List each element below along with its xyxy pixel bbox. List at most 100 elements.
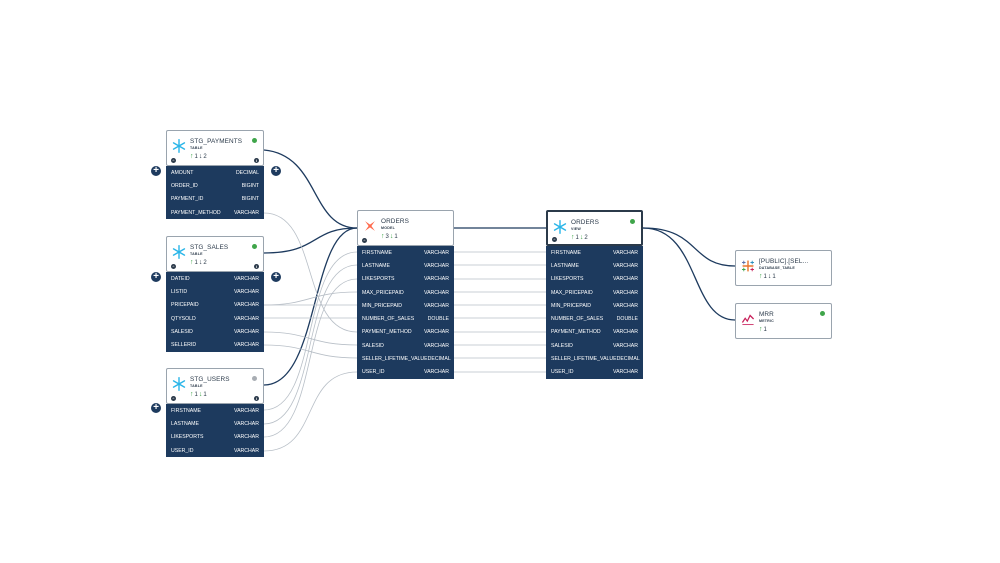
info-icon[interactable]: i: [254, 396, 259, 401]
field-name: SELLERID: [171, 342, 197, 349]
node-type-label: DATABASE_TABLE: [759, 266, 795, 270]
field-name: MAX_PRICEPAID: [362, 289, 404, 296]
field-name: PRICEPAID: [171, 302, 199, 309]
node-mrr[interactable]: MRR METRIC ↑ 1: [735, 303, 832, 339]
node-public-sel[interactable]: [PUBLIC].[SEL... DATABASE_TABLE ↑ 1 ↓ 1: [735, 250, 832, 286]
expand-upstream-button[interactable]: +: [151, 272, 161, 282]
field-row[interactable]: LISTID VARCHAR: [166, 285, 264, 298]
node-title: STG_USERS: [190, 376, 230, 383]
field-name: DATEID: [171, 275, 190, 282]
field-name: PAYMENT_METHOD: [171, 209, 221, 216]
collapse-icon[interactable]: ^: [552, 237, 557, 242]
field-type: VARCHAR: [424, 369, 449, 376]
status-dot: [630, 219, 635, 224]
downstream-count: 1: [772, 273, 776, 280]
field-name: SELLER_LIFETIME_VALUE: [362, 356, 428, 363]
field-type: VARCHAR: [613, 289, 638, 296]
field-name: USER_ID: [551, 369, 574, 376]
field-edge-salesid: [263, 331, 358, 346]
field-type: VARCHAR: [234, 315, 259, 322]
field-row[interactable]: QTYSOLD VARCHAR: [166, 312, 264, 325]
field-name: AMOUNT: [171, 169, 194, 176]
expand-downstream-button[interactable]: +: [271, 272, 281, 282]
snowflake-icon: [553, 220, 567, 234]
edge-orders-view-to-mrr: [642, 227, 736, 321]
field-name: PAYMENT_METHOD: [551, 329, 601, 336]
field-type: DECIMAL: [427, 356, 451, 363]
lineage-counts: ↑ 1: [759, 326, 767, 333]
field-type: VARCHAR: [234, 407, 259, 414]
field-name: LISTID: [171, 288, 188, 295]
field-type: VARCHAR: [613, 262, 638, 269]
expand-upstream-button[interactable]: +: [151, 166, 161, 176]
node-type-label: TABLE: [190, 384, 203, 388]
field-type: VARCHAR: [613, 369, 638, 376]
field-name: QTYSOLD: [171, 315, 196, 322]
lineage-counts: ↑ 1 ↓ 2: [190, 259, 207, 266]
field-name: USER_ID: [171, 447, 194, 454]
field-type: VARCHAR: [424, 262, 449, 269]
snowflake-icon: [172, 377, 186, 391]
field-name: LASTNAME: [551, 262, 579, 269]
downstream-count: 2: [584, 234, 588, 241]
info-icon[interactable]: i: [254, 158, 259, 163]
expand-downstream-button[interactable]: +: [271, 166, 281, 176]
info-icon[interactable]: i: [254, 264, 259, 269]
field-row[interactable]: SALESID VARCHAR: [357, 339, 454, 352]
collapse-icon[interactable]: ^: [171, 158, 176, 163]
field-name: FIRSTNAME: [551, 249, 581, 256]
collapse-icon[interactable]: ^: [171, 264, 176, 269]
field-type: VARCHAR: [234, 288, 259, 295]
upstream-arrow-icon: ↑: [759, 273, 763, 280]
field-type: DECIMAL: [616, 356, 640, 363]
downstream-arrow-icon: ↓: [198, 153, 203, 160]
field-edge-user-id: [263, 371, 358, 452]
collapse-icon[interactable]: ^: [171, 396, 176, 401]
collapse-icon[interactable]: ^: [362, 238, 367, 243]
field-name: SALESID: [362, 342, 384, 349]
lineage-counts: ↑ 1 ↓ 1: [759, 273, 776, 280]
field-row[interactable]: LASTNAME VARCHAR: [546, 259, 643, 272]
dbt-icon: [365, 221, 375, 231]
expand-upstream-button[interactable]: +: [151, 403, 161, 413]
lineage-counts: ↑ 3 ↓ 1: [381, 233, 398, 240]
field-row[interactable]: USER_ID VARCHAR: [546, 366, 643, 379]
field-type: VARCHAR: [424, 342, 449, 349]
lineage-counts: ↑ 1 ↓ 2: [190, 153, 207, 160]
